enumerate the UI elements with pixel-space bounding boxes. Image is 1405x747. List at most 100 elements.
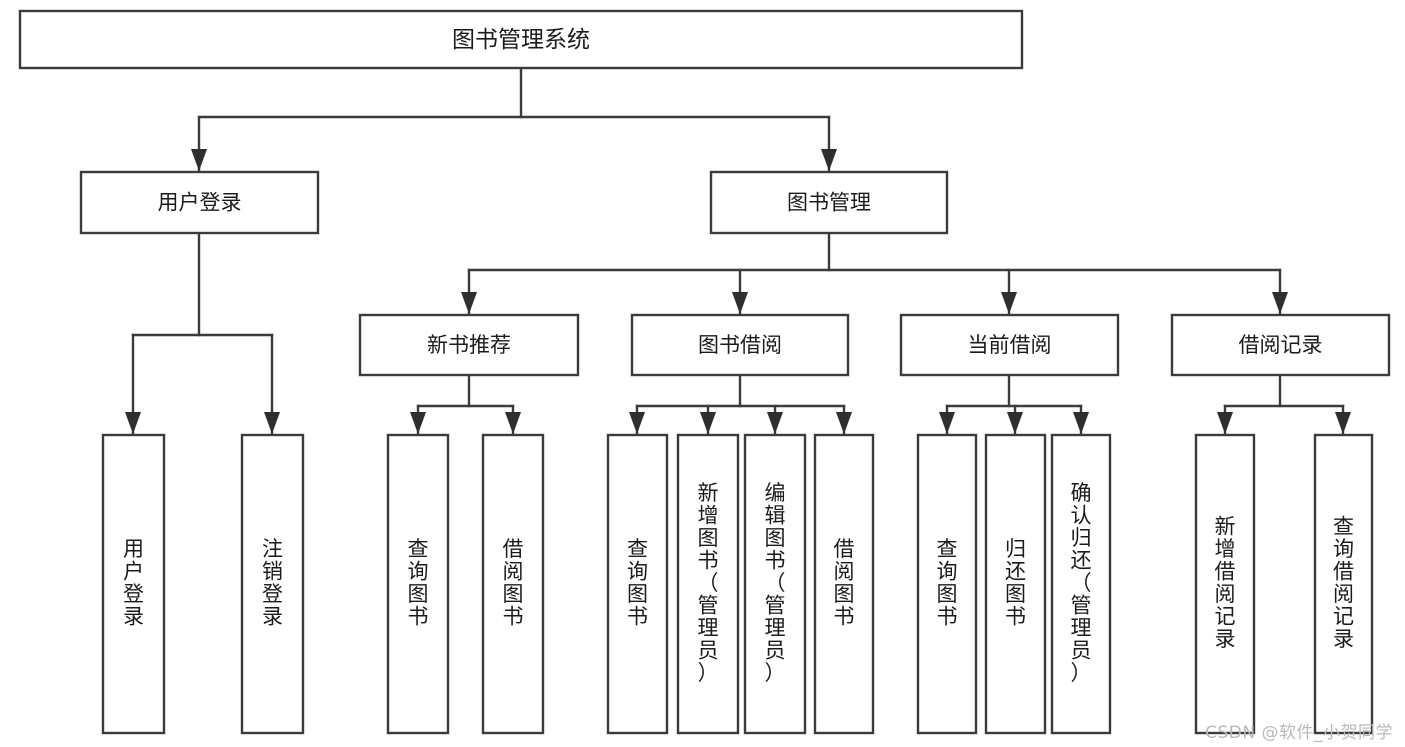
node-label-char: 理	[698, 616, 719, 640]
node-leaf-box-9[interactable]	[984, 433, 1047, 735]
node-leaf-box-1[interactable]	[240, 433, 305, 735]
node-label-char: ）	[1071, 661, 1092, 685]
node-label-char: 录	[262, 605, 283, 629]
node-leaf-box-4[interactable]	[606, 433, 669, 735]
node-label-char: 管	[765, 593, 786, 617]
node-leaf-label-0: 用户登录	[123, 537, 144, 629]
arrow-head-icon	[410, 412, 426, 434]
node-label-char: （	[698, 571, 719, 595]
node-label-char: ）	[698, 661, 719, 685]
node-label-char: 书	[1005, 605, 1026, 629]
node-leaf-box-2[interactable]	[386, 433, 450, 735]
nodes-layer: 图书管理系统用户登录图书管理新书推荐图书借阅当前借阅借阅记录用户登录注销登录查询…	[18, 9, 1391, 735]
node-leaf-box-7[interactable]	[813, 433, 875, 735]
node-level3-label-3: 借阅记录	[1239, 333, 1323, 357]
node-label-char: 询	[408, 560, 429, 584]
node-label-char: 录	[1215, 627, 1236, 651]
node-label-char: 书	[937, 605, 958, 629]
node-label-char: 认	[1071, 503, 1092, 527]
node-level2-label-0: 用户登录	[158, 191, 242, 215]
arrow-head-icon	[939, 412, 955, 434]
node-label-char: 用	[123, 537, 144, 561]
node-leaf-box-12[interactable]	[1313, 433, 1374, 735]
node-leaf-box-5[interactable]	[676, 433, 740, 735]
node-level2-box-0[interactable]	[79, 170, 320, 235]
node-label-char: （	[1071, 571, 1092, 595]
node-label-char: 理	[765, 616, 786, 640]
arrow-head-icon	[125, 412, 141, 434]
node-label-char: 借	[503, 537, 524, 561]
node-level3-box-0[interactable]	[358, 313, 580, 377]
node-leaf-box-0[interactable]	[101, 433, 166, 735]
node-leaf-box-8[interactable]	[916, 433, 978, 735]
arrow-head-icon	[767, 412, 783, 434]
node-label-char: 图	[765, 526, 786, 550]
node-leaf-box-10[interactable]	[1050, 433, 1112, 735]
node-label-char: 新	[1215, 515, 1236, 539]
node-label-char: 询	[1333, 537, 1354, 561]
connectors-layer	[125, 66, 1351, 435]
node-label-char: 书	[765, 548, 786, 572]
node-label-char: 辑	[765, 503, 786, 527]
node-label-char: 阅	[503, 560, 524, 584]
node-root-box[interactable]	[18, 9, 1024, 70]
node-label-char: 管	[1071, 593, 1092, 617]
node-label-char: 员	[765, 638, 786, 662]
node-leaf-box-11[interactable]	[1194, 433, 1256, 735]
node-label-char: ）	[765, 661, 786, 685]
arrow-head-icon	[191, 149, 207, 171]
node-label-char: 确	[1071, 481, 1092, 505]
node-label-char: 还	[1005, 560, 1026, 584]
node-label-char: 查	[627, 537, 648, 561]
node-label-char: 借	[1215, 560, 1236, 584]
node-label-char: 图	[1005, 582, 1026, 606]
node-level3-box-3[interactable]	[1170, 313, 1391, 377]
arrow-head-icon	[732, 292, 748, 314]
node-label-char: （	[765, 571, 786, 595]
node-level2-box-1[interactable]	[709, 170, 949, 235]
node-label-char: 图	[834, 582, 855, 606]
node-label-char: 登	[123, 582, 144, 606]
node-label-char: 录	[123, 605, 144, 629]
node-label-char: 查	[408, 537, 429, 561]
node-label-char: 记	[1333, 605, 1354, 629]
node-label-char: 理	[1071, 616, 1092, 640]
node-label-char: 图	[627, 582, 648, 606]
node-label-char: 书	[834, 605, 855, 629]
node-label-char: 书	[698, 548, 719, 572]
node-label-char: 图	[937, 582, 958, 606]
node-level3-box-1[interactable]	[630, 313, 850, 377]
node-level3-label-0: 新书推荐	[427, 333, 511, 357]
node-label-char: 员	[698, 638, 719, 662]
node-label-char: 录	[1333, 627, 1354, 651]
arrow-head-icon	[1073, 412, 1089, 434]
node-level3-box-2[interactable]	[899, 313, 1120, 377]
node-label-char: 图	[698, 526, 719, 550]
node-level3-label-2: 当前借阅	[968, 333, 1052, 357]
arrow-head-icon	[461, 292, 477, 314]
node-label-char: 询	[627, 560, 648, 584]
arrow-head-icon	[700, 412, 716, 434]
arrow-head-icon	[629, 412, 645, 434]
node-label-char: 借	[1333, 560, 1354, 584]
node-leaf-box-3[interactable]	[481, 433, 545, 735]
node-label-char: 销	[262, 560, 283, 584]
node-label-char: 图	[408, 582, 429, 606]
arrow-head-icon	[264, 412, 280, 434]
node-leaf-box-6[interactable]	[743, 433, 807, 735]
arrow-head-icon	[1217, 412, 1233, 434]
node-label-char: 编	[765, 481, 786, 505]
node-label-char: 查	[937, 537, 958, 561]
arrow-head-icon	[1001, 292, 1017, 314]
node-label-char: 借	[834, 537, 855, 561]
node-label-char: 管	[698, 593, 719, 617]
node-label-char: 记	[1215, 605, 1236, 629]
